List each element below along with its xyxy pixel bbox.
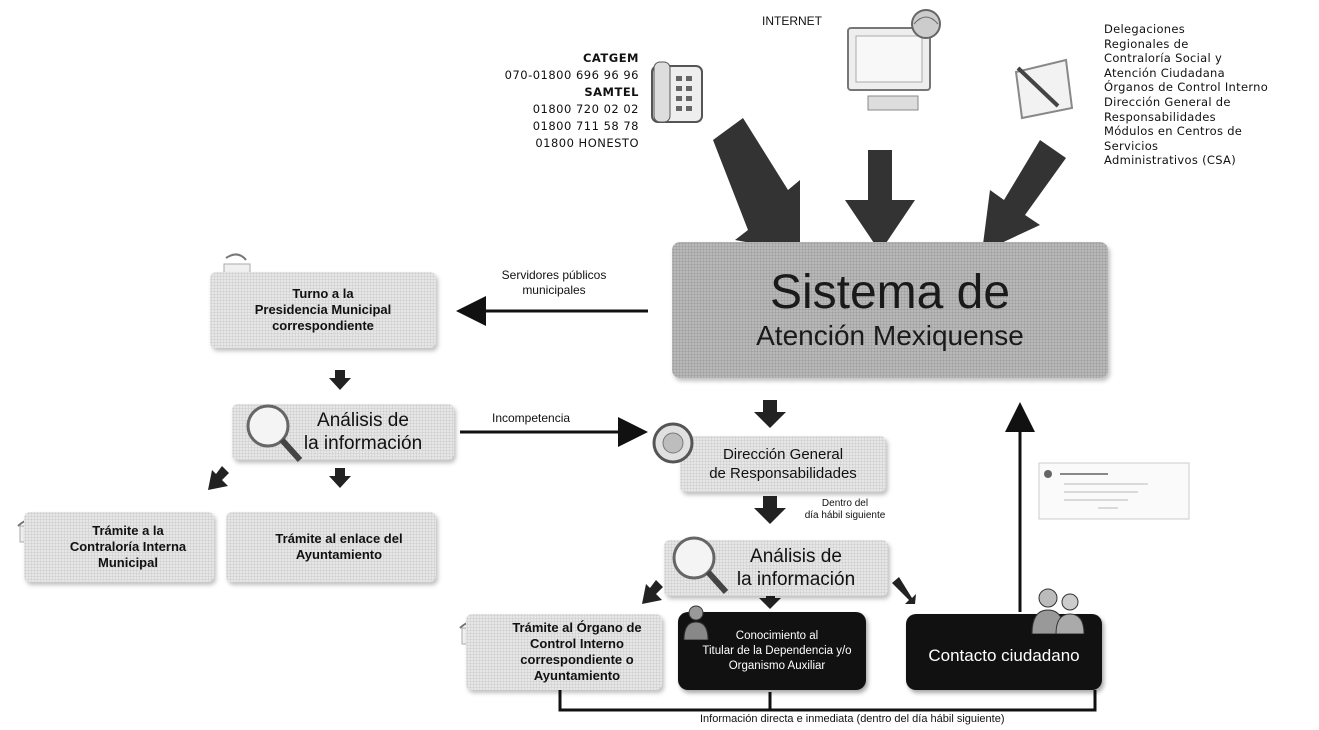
magnifier-icon <box>246 404 303 463</box>
arrow-analisis-contacto <box>892 577 916 604</box>
delegation-line: Responsabilidades <box>1104 109 1216 124</box>
delegation-line: Órganos de Control Interno <box>1104 80 1269 95</box>
people-icon <box>1031 588 1085 634</box>
arrow-analisis-conocimiento <box>759 590 781 609</box>
phone-line: 01800 HONESTO <box>535 136 639 150</box>
main-system-box: Sistema de Atención Mexiquense <box>672 242 1108 378</box>
arrow-analisis-enlace <box>329 468 351 488</box>
main-system-title: Sistema de <box>769 266 1011 319</box>
phone-line: SAMTEL <box>584 85 639 99</box>
phones-list: CATGEM 070-01800 696 96 96 SAMTEL 01800 … <box>479 50 639 152</box>
conocimiento-box: Conocimiento al Titular de la Dependenci… <box>678 612 866 690</box>
delegation-line: Delegaciones <box>1104 22 1186 36</box>
enlace-box: Trámite al enlace del Ayuntamiento <box>226 512 436 582</box>
phone-icon <box>651 61 703 123</box>
arrow-dgr-analisis <box>754 496 786 524</box>
phone-line: 01800 711 58 78 <box>532 119 639 133</box>
phone-line: CATGEM <box>582 51 639 65</box>
delegation-line: Contraloría Social y <box>1104 51 1223 66</box>
incompetencia-label: Incompetencia <box>492 411 571 425</box>
turno-box: Turno a la Presidencia Municipal corresp… <box>210 272 436 348</box>
form-icon <box>1038 462 1190 520</box>
input-arrow-right <box>982 140 1066 252</box>
magnifier-icon <box>672 536 729 595</box>
computer-icon <box>847 9 941 111</box>
dgr-box: Dirección General de Responsabilidades <box>680 436 886 492</box>
delegation-line: Dirección General de <box>1104 94 1231 109</box>
delegation-line: Servicios <box>1104 138 1159 153</box>
phone-line: 070-01800 696 96 96 <box>504 68 639 82</box>
delegation-line: Regionales de <box>1104 36 1189 51</box>
disc-icon <box>652 422 694 464</box>
main-system-subtitle: Atención Mexiquense <box>756 320 1024 351</box>
dentro-label: Dentro del día hábil siguiente <box>804 498 886 521</box>
delegation-line: Atención Ciudadana <box>1104 65 1225 80</box>
internet-label: INTERNET <box>762 14 822 28</box>
arrow-main-dgr <box>754 400 786 428</box>
arrow-turno-analisis <box>329 370 351 390</box>
footer-bracket <box>558 690 1097 712</box>
footer-label: Información directa e inmediata (dentro … <box>700 713 1005 725</box>
input-arrow-center <box>845 150 915 252</box>
contraloria-box: Trámite a la Contraloría Interna Municip… <box>24 512 214 582</box>
delegation-line: Módulos en Centros de <box>1104 124 1243 139</box>
servidores-label: Servidores públicos municipales <box>501 268 607 297</box>
organo-box: Trámite al Órgano de Control Interno cor… <box>466 614 662 690</box>
input-arrow-left <box>713 118 800 252</box>
document-pen-icon <box>1014 58 1074 120</box>
phone-line: 01800 720 02 02 <box>532 102 639 116</box>
person-icon <box>683 605 709 640</box>
arrow-analisis-contraloria <box>208 466 229 490</box>
delegations-list: Delegaciones Regionales de Contraloría S… <box>1104 22 1319 168</box>
arrow-analisis-organo <box>642 580 663 604</box>
delegation-line: Administrativos (CSA) <box>1104 153 1236 168</box>
